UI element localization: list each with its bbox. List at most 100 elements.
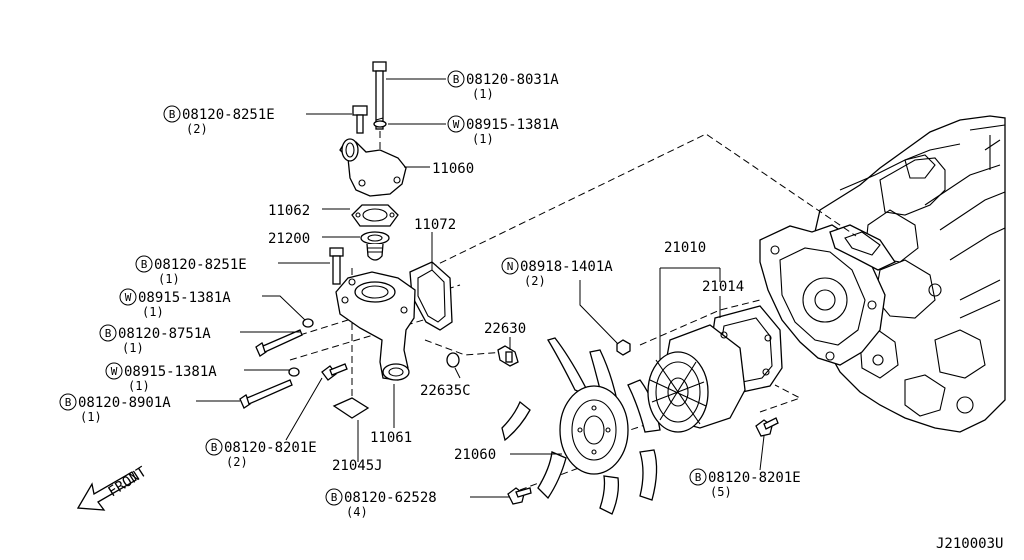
pump-bolt-illustration (755, 417, 779, 437)
water-outlet-illustration (339, 138, 407, 197)
callout-prefix: B (105, 327, 112, 340)
fan-bolt-illustration (507, 487, 532, 505)
sensor-washer-illustration (446, 352, 460, 368)
callout-part-number: 08120-8201E (708, 470, 801, 486)
callout-part-11061: 11061 (370, 430, 412, 446)
callout-part-number: 11072 (414, 217, 456, 233)
callout-nut-1401a: N 08918-1401A(2) (501, 257, 613, 288)
callout-part-11072: 11072 (414, 217, 456, 233)
callout-part-number: 08120-8251E (182, 107, 275, 123)
callout-part-number: 11061 (370, 430, 412, 446)
nut-illustration (616, 339, 631, 356)
callout-part-number: 08915-1381A (124, 364, 217, 380)
callout-part-number: 08915-1381A (138, 290, 231, 306)
callout-prefix: B (65, 396, 72, 409)
washer-illustration (373, 120, 387, 128)
callout-washer-1381a-mid: W 08915-1381A(1) (119, 288, 231, 319)
short-bolt-illustration (352, 105, 368, 134)
callout-quantity: (1) (80, 410, 102, 424)
washer-mid-illustration (302, 318, 314, 328)
callout-quantity: (1) (472, 87, 494, 101)
front-direction-indicator: FRONT (76, 464, 150, 511)
callout-part-number: 21200 (268, 231, 310, 247)
washer-low-illustration (288, 367, 300, 377)
callout-prefix-circle (689, 468, 707, 486)
callout-quantity: (1) (472, 132, 494, 146)
callout-part-number: 21060 (454, 447, 496, 463)
callout-prefix-circle (501, 257, 519, 275)
callout-prefix-circle (163, 105, 181, 123)
callout-washer-1381a-low: W 08915-1381A(1) (105, 362, 217, 393)
callout-bolt-8031a: B 08120-8031A(1) (447, 70, 559, 101)
callout-part-number: 08120-8901A (78, 395, 171, 411)
callout-prefix: N (507, 260, 514, 273)
gasket-illustration (351, 204, 399, 227)
bolt-8751a-illustration (255, 329, 303, 357)
callout-quantity: (1) (142, 305, 164, 319)
inlet-gasket-illustration (409, 261, 453, 331)
callout-part-number: 08120-8201E (224, 440, 317, 456)
leader-lines (196, 78, 765, 498)
callout-part-21010: 21010 (664, 240, 706, 256)
plate-gasket-illustration (332, 397, 370, 419)
callout-bolt-8201e-right: B 08120-8201E(5) (689, 468, 801, 499)
callout-part-21045j: 21045J (332, 458, 383, 474)
callout-prefix: B (453, 73, 460, 86)
callout-part-number: 11062 (268, 203, 310, 219)
diagram-code: J210003U (936, 536, 1003, 552)
callout-part-number: 08120-8031A (466, 72, 559, 88)
callout-prefix-circle (105, 362, 123, 380)
callout-prefix: B (695, 471, 702, 484)
callout-part-21060: 21060 (454, 447, 496, 463)
callout-part-11060: 11060 (432, 161, 474, 177)
callout-part-22630: 22630 (484, 321, 526, 337)
callout-part-number: 08918-1401A (520, 259, 613, 275)
bolt-8201e-left-illustration (321, 363, 348, 381)
temperature-sensor-illustration (497, 345, 519, 367)
callout-prefix: B (169, 108, 176, 121)
callout-part-number: 21014 (702, 279, 744, 295)
callout-bolt-8251e-top: B 08120-8251E(2) (163, 105, 275, 136)
callout-prefix: B (331, 491, 338, 504)
cooling-fan-illustration (501, 337, 661, 515)
callout-part-number: 22630 (484, 321, 526, 337)
mid-bolt-illustration (329, 247, 344, 285)
callout-part-number: 08120-8751A (118, 326, 211, 342)
callout-prefix-circle (447, 115, 465, 133)
engine-block-illustration (759, 115, 1006, 433)
callout-part-number: 22635C (420, 383, 471, 399)
callout-prefix-circle (59, 393, 77, 411)
callout-prefix: B (211, 441, 218, 454)
callout-prefix: W (111, 365, 118, 378)
callout-part-21200: 21200 (268, 231, 310, 247)
callout-prefix: W (125, 291, 132, 304)
water-pump-illustration (647, 305, 783, 433)
callout-quantity: (2) (226, 455, 248, 469)
callout-bolt-8751a: B 08120-8751A(1) (99, 324, 211, 355)
bolt-8901a-illustration (239, 379, 293, 409)
callout-prefix-circle (119, 288, 137, 306)
callout-bolt-8201e-left: B 08120-8201E(2) (205, 438, 317, 469)
callout-quantity: (5) (710, 485, 732, 499)
callout-quantity: (4) (346, 505, 368, 519)
callout-quantity: (1) (128, 379, 150, 393)
thermostat-illustration (360, 231, 390, 261)
callout-part-22635c: 22635C (420, 383, 471, 399)
long-bolt-illustration (372, 61, 387, 130)
callout-quantity: (2) (186, 122, 208, 136)
callout-part-number: 21045J (332, 458, 383, 474)
callout-part-11062: 11062 (268, 203, 310, 219)
callout-part-number: 21010 (664, 240, 706, 256)
callout-prefix: W (453, 118, 460, 131)
callout-quantity: (1) (122, 341, 144, 355)
callout-prefix-circle (99, 324, 117, 342)
callout-part-number: 08120-8251E (154, 257, 247, 273)
callout-bolt-8901a: B 08120-8901A(1) (59, 393, 171, 424)
callout-quantity: (2) (524, 274, 546, 288)
callout-prefix-circle (447, 70, 465, 88)
